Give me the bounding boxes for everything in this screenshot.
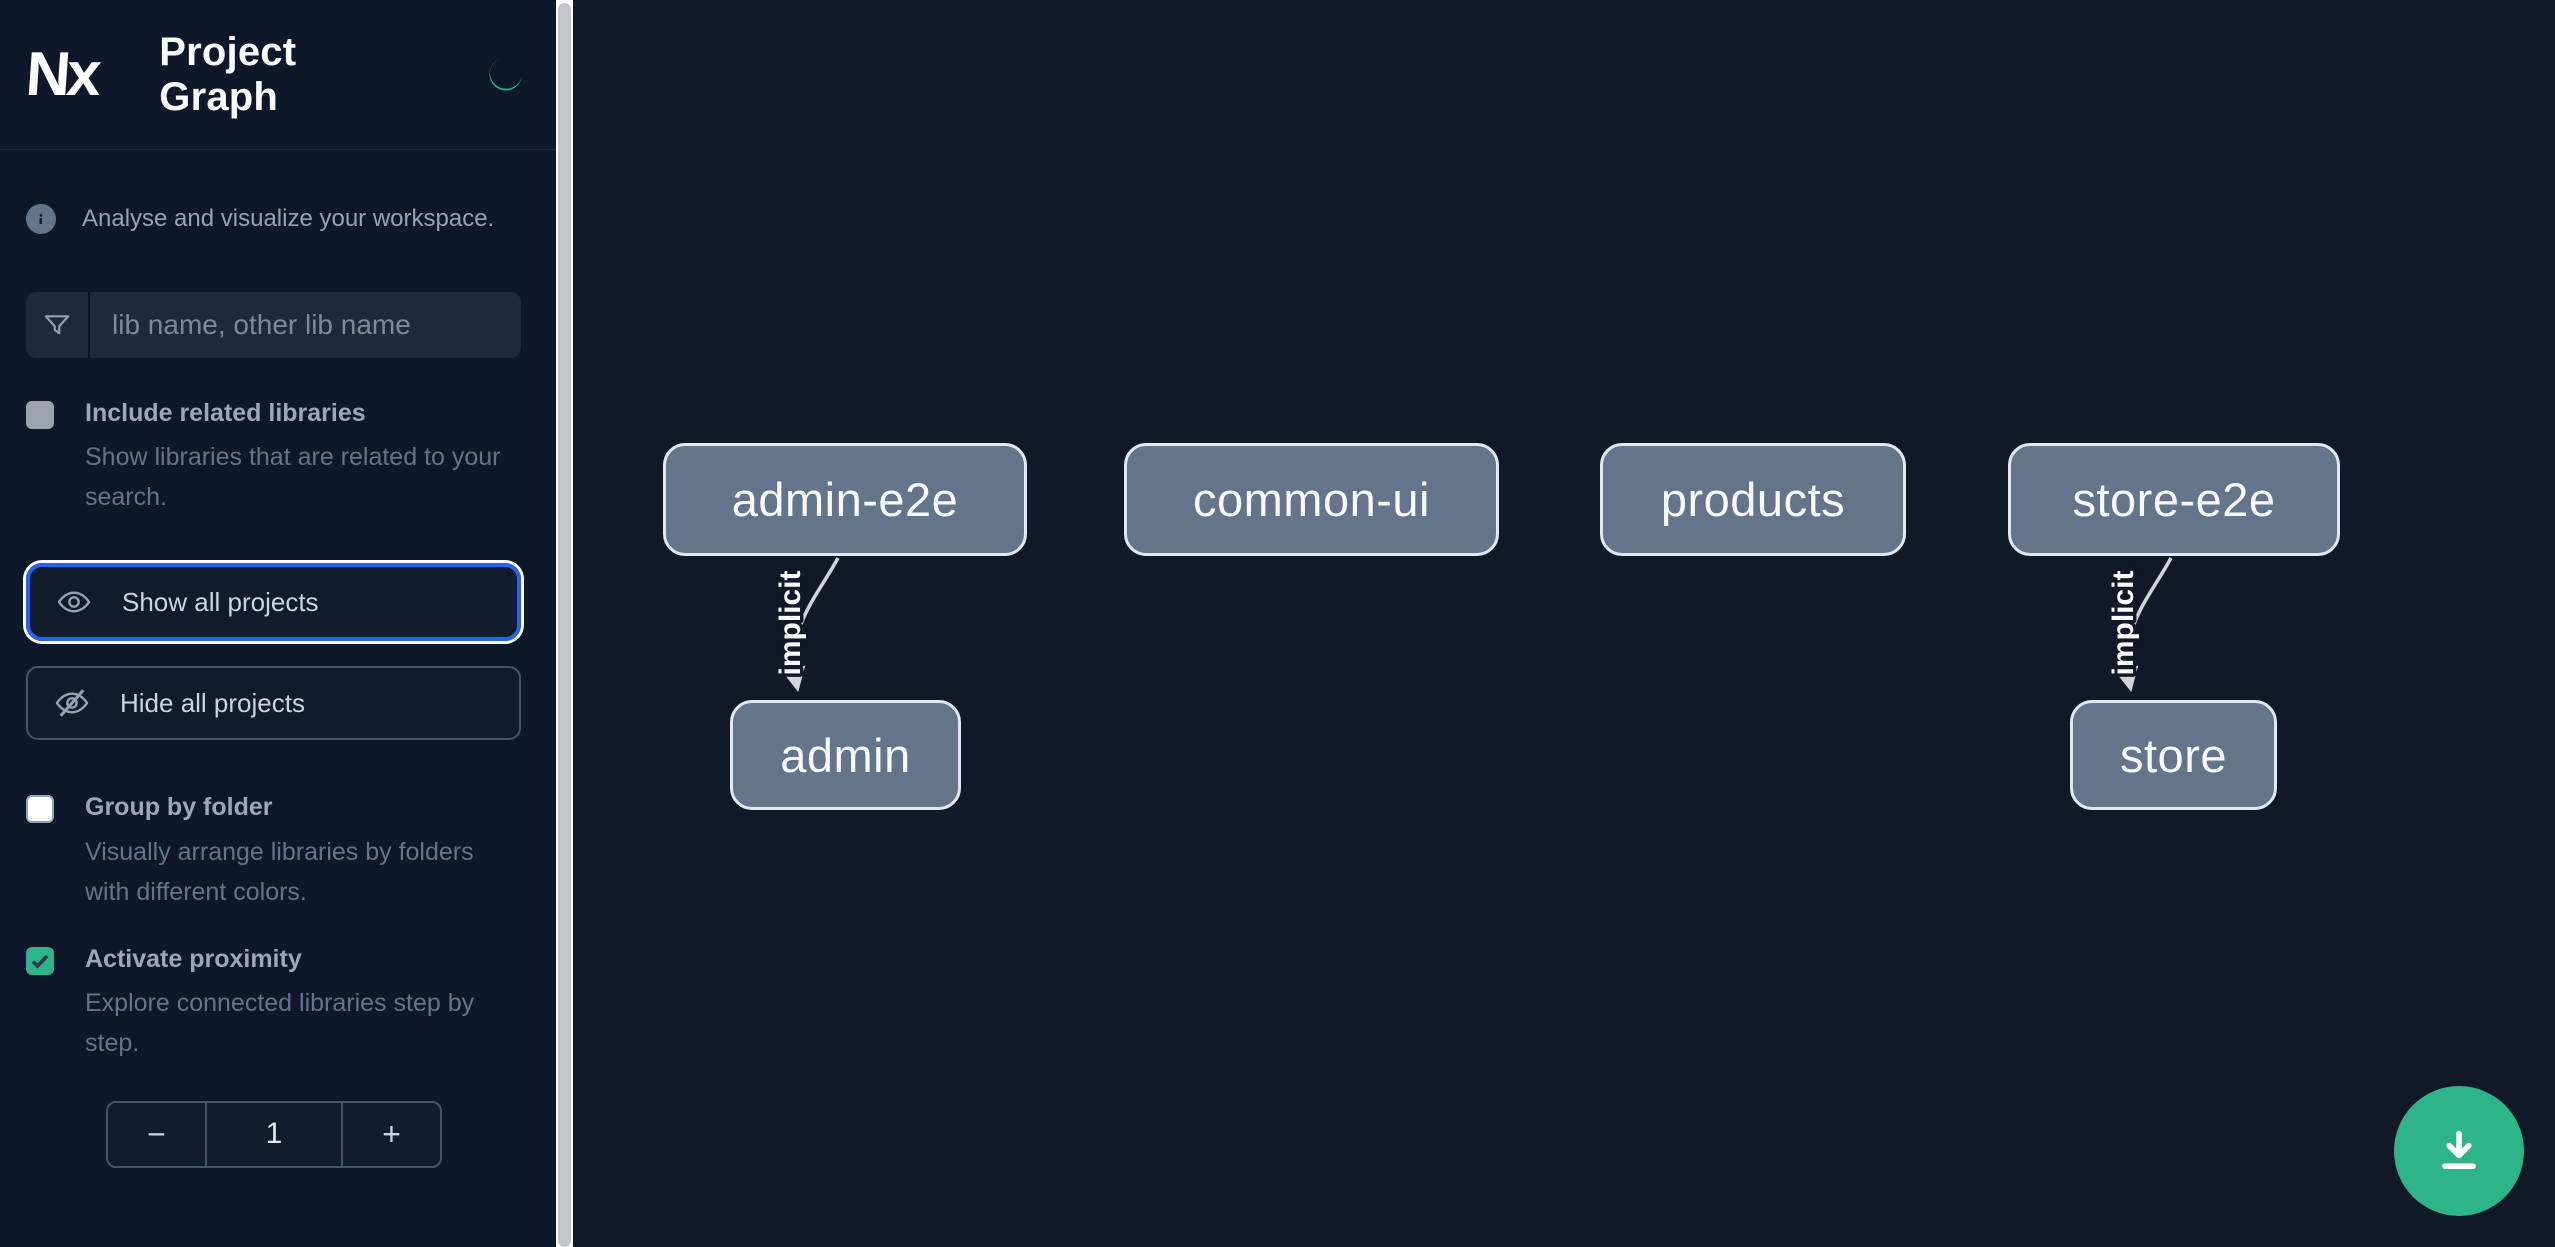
checkmark-icon [26,947,54,975]
show-all-projects-label: Show all projects [122,586,319,617]
sidebar-scrollbar[interactable] [556,0,573,1247]
tagline-row: Analyse and visualize your workspace. [26,204,521,234]
stepper-decrement-button[interactable]: − [108,1102,207,1166]
theme-toggle-button[interactable] [479,49,530,101]
graph-edge-store-e2e-store[interactable] [2114,557,2173,692]
graph-node-common-ui[interactable]: common-ui [1124,443,1499,556]
toggle-activate-proximity: Activate proximity Explore connected lib… [26,944,521,1063]
activate-proximity-label: Activate proximity [85,944,302,973]
proximity-depth-stepper: − 1 + [106,1100,442,1168]
graph-edge-label: implicit [2107,570,2140,675]
search-box [26,292,521,358]
graph-node-admin[interactable]: admin [730,700,961,810]
stepper-value: 1 [265,1117,283,1151]
nx-logo: Nx [23,39,100,109]
include-related-checkbox[interactable] [26,401,54,429]
graph-edge-admin-e2e-admin[interactable] [781,557,840,692]
group-by-folder-label: Group by folder [85,793,273,822]
toggle-include-related: Include related libraries Show libraries… [26,398,521,517]
graph-edges: implicit implicit [770,557,2173,692]
toggle-group-by-folder: Group by folder Visually arrange librari… [26,792,521,911]
stepper-increment-button[interactable]: + [341,1102,440,1166]
graph-node-store[interactable]: store [2070,700,2277,810]
sidebar-header: Nx Project Graph [0,0,556,150]
graph-node-admin-e2e[interactable]: admin-e2e [663,443,1027,556]
search-input[interactable] [90,292,521,358]
moon-icon [484,54,526,96]
tagline-text: Analyse and visualize your workspace. [82,205,495,232]
hide-all-projects-label: Hide all projects [120,687,305,718]
graph-canvas[interactable]: implicit implicit admin-e2e common-ui produ… [573,0,2555,1247]
group-by-folder-description: Visually arrange libraries by folders wi… [85,837,474,906]
activate-proximity-checkbox[interactable] [26,946,54,975]
sidebar-body: Analyse and visualize your workspace. In… [0,204,556,1168]
graph-edge-label: implicit [774,570,807,675]
download-icon [2433,1125,2485,1177]
show-all-projects-button[interactable]: Show all projects [26,563,521,642]
graph-node-products[interactable]: products [1600,443,1906,556]
page-title: Project Graph [159,29,297,119]
group-by-folder-checkbox[interactable] [26,795,54,824]
eye-off-icon [54,685,90,721]
activate-proximity-description: Explore connected libraries step by step… [85,988,475,1057]
filter-icon [26,292,90,358]
graph-node-store-e2e[interactable]: store-e2e [2008,443,2340,556]
sidebar: Nx Project Graph Analyse and visualize y… [0,0,556,1247]
include-related-label: Include related libraries [85,399,366,427]
hide-all-projects-button[interactable]: Hide all projects [26,666,521,741]
include-related-description: Show libraries that are related to your … [85,443,501,512]
info-icon [26,204,56,234]
download-graph-button[interactable] [2394,1086,2524,1216]
scrollbar-thumb[interactable] [558,3,571,1247]
eye-icon [56,584,92,620]
